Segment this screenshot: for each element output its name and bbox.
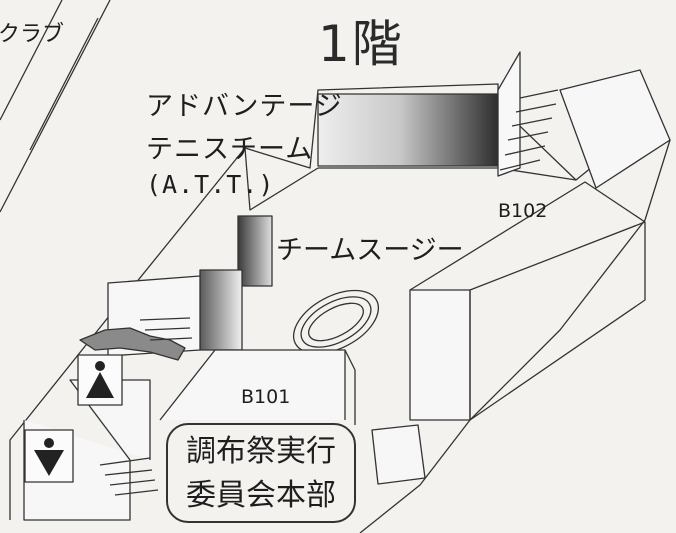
floor-outline bbox=[244, 147, 319, 211]
att-block bbox=[317, 93, 499, 167]
b101-block bbox=[344, 349, 356, 425]
club-boundary-line bbox=[29, 17, 99, 151]
b102-block bbox=[469, 222, 646, 421]
fountain bbox=[308, 302, 364, 342]
partition-block bbox=[199, 269, 243, 351]
stairs bbox=[79, 327, 186, 361]
team-sage-label: チームスージー bbox=[276, 235, 464, 266]
partition-block bbox=[237, 215, 273, 287]
stairs bbox=[99, 457, 159, 496]
att-label-line1: アドバンテージ bbox=[146, 91, 343, 122]
elevator-up-block bbox=[23, 379, 151, 521]
hq-label-line1: 調布祭実行 bbox=[186, 434, 336, 469]
b102-block bbox=[409, 289, 471, 421]
floor-title: 1階 bbox=[318, 15, 404, 73]
person-head-icon bbox=[44, 438, 54, 448]
hq-label-line2: 委員会本部 bbox=[186, 478, 336, 513]
floor-outline bbox=[318, 167, 577, 181]
att-label-line2: テニスチーム bbox=[146, 134, 314, 165]
stairs bbox=[139, 317, 193, 341]
right-building bbox=[559, 69, 671, 189]
up-triangle-icon bbox=[86, 372, 114, 398]
floor-outline bbox=[9, 83, 671, 533]
room-b101-label: B101 bbox=[241, 386, 291, 408]
stairs bbox=[499, 89, 559, 171]
down-triangle-icon bbox=[34, 450, 64, 476]
fountain bbox=[300, 296, 372, 348]
small-block bbox=[371, 424, 426, 485]
club-boundary-line bbox=[0, 0, 111, 213]
att-label-line3: (A.T.T.) bbox=[146, 170, 275, 199]
club-boundary-line bbox=[0, 0, 63, 121]
room-b102-label: B102 bbox=[498, 200, 548, 222]
headquarters-label: 調布祭実行 委員会本部 bbox=[166, 423, 356, 523]
person-head-icon bbox=[95, 361, 105, 371]
club-label: クラブ bbox=[0, 22, 65, 47]
fountain bbox=[292, 289, 380, 355]
b102-block bbox=[409, 181, 646, 291]
stair-right bbox=[497, 51, 521, 177]
b101-block bbox=[159, 349, 346, 421]
